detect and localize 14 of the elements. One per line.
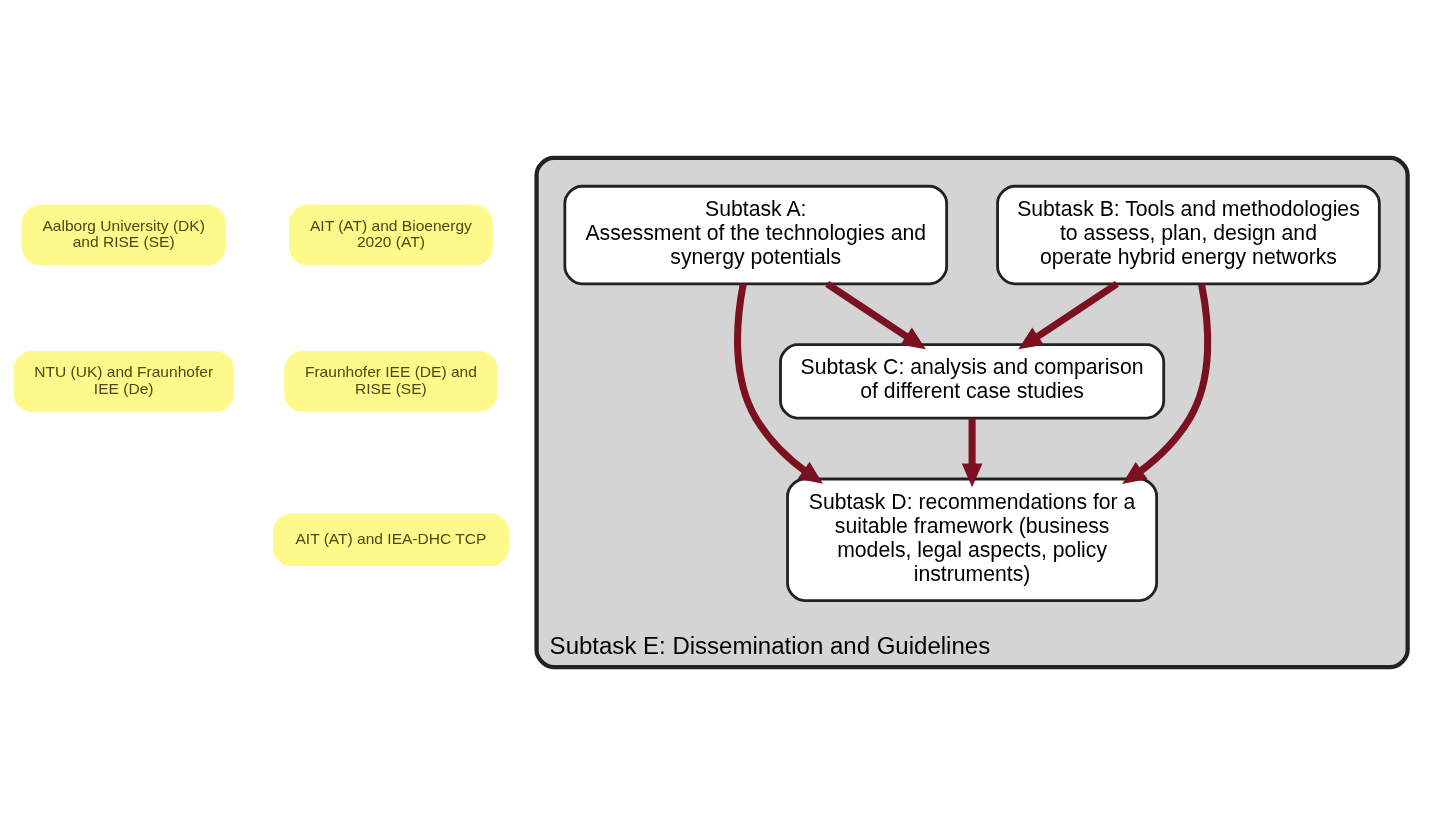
arrow [825, 280, 926, 349]
arrow [1018, 280, 1119, 349]
node-box: Subtask B: Tools and methodologies to assess, plan, design and operate hybrid energy networks [996, 184, 1381, 285]
node-box: Subtask D: recommendations for a suitable framework (business models, legal aspects, policy instruments) [786, 477, 1159, 602]
arrow [734, 282, 823, 484]
node-box: Subtask C: analysis and comparison of different case studies [779, 342, 1166, 420]
node-box: AIT (AT) and IEA-DHC TCP [272, 513, 509, 566]
node-box: Subtask A: Assessment of the technologies and synergy potentials [563, 184, 949, 285]
node-box: NTU (UK) and Fraunhofer IEE (De) [13, 350, 234, 412]
node-box: Aalborg University (DK) and RISE (SE) [21, 204, 226, 265]
node-box: AIT (AT) and Bioenergy 2020 (AT) [289, 204, 493, 265]
arrow [1122, 282, 1212, 484]
node-box: Fraunhofer IEE (DE) and RISE (SE) [284, 350, 498, 412]
arrow [961, 418, 983, 487]
